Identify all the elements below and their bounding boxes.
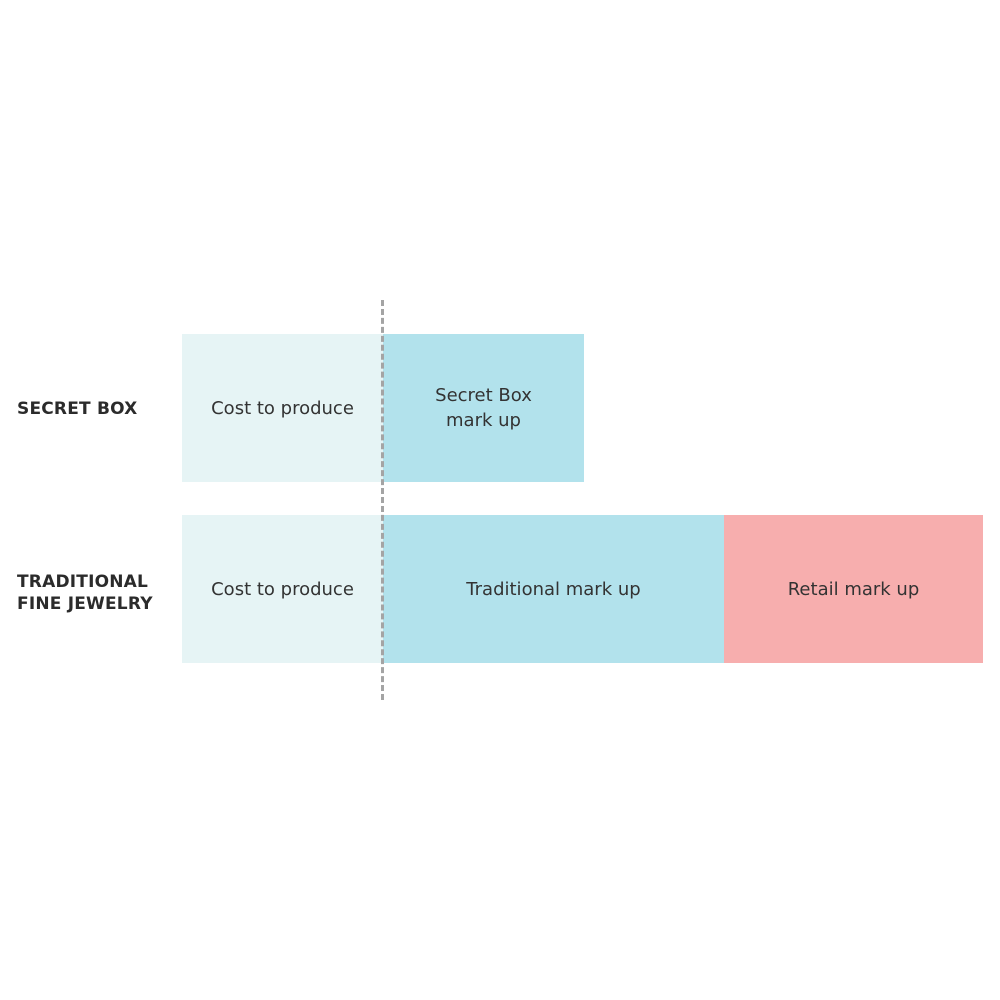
- secret-box-markup-segment: Secret Box mark up: [383, 334, 584, 482]
- traditional-cost-segment: Cost to produce: [182, 515, 383, 663]
- row-label-traditional-fine-jewelry: TRADITIONAL FINE JEWELRY: [17, 571, 153, 615]
- segment-label: mark up: [446, 410, 521, 431]
- row-label-secret-box: SECRET BOX: [17, 398, 137, 420]
- traditional-markup-segment: Traditional mark up: [383, 515, 724, 663]
- row-label-line: SECRET BOX: [17, 399, 138, 419]
- segment-label: Cost to produce: [211, 578, 354, 600]
- secret-box-cost-segment: Cost to produce: [182, 334, 383, 482]
- retail-markup-segment: Retail mark up: [724, 515, 983, 663]
- segment-label: Traditional mark up: [466, 578, 641, 600]
- cost-divider-line: [381, 300, 384, 700]
- segment-label: Cost to produce: [211, 397, 354, 419]
- row-label-line: TRADITIONAL: [17, 572, 149, 592]
- segment-label: Secret Box: [435, 385, 532, 406]
- row-label-line: FINE JEWELRY: [17, 594, 153, 614]
- segment-label: Retail mark up: [787, 578, 920, 600]
